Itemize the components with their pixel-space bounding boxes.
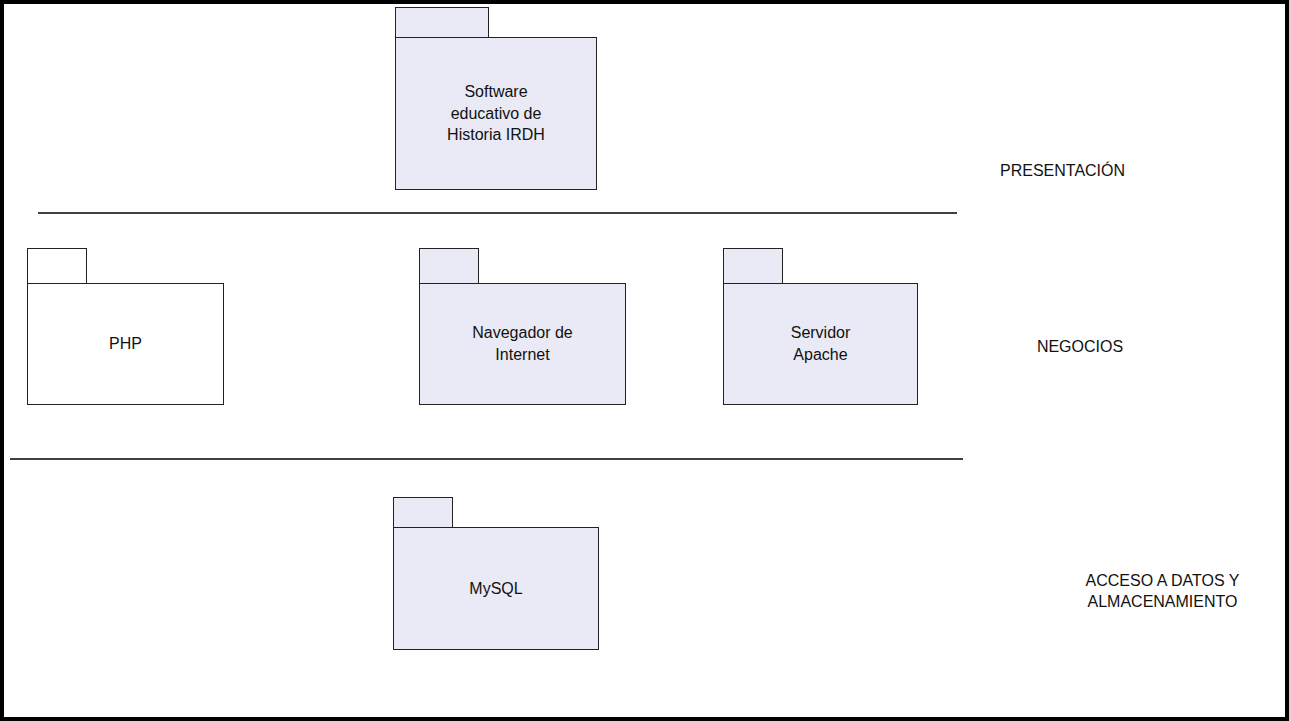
package-box: PHP	[27, 248, 224, 405]
text-stack: Software educativo de Historia IRDH	[441, 81, 551, 146]
package-body: MySQL	[393, 527, 599, 650]
package-tab	[28, 249, 87, 284]
package-frame	[420, 284, 626, 405]
package-body: Software educativo de Historia IRDH	[395, 37, 597, 190]
layer-label: NEGOCIOS	[1020, 337, 1140, 358]
package-label: Software educativo de Historia IRDH	[441, 81, 551, 146]
package-tab	[724, 249, 783, 284]
package-frame	[394, 528, 599, 650]
package-outline	[27, 248, 226, 407]
layer-label: ACCESO A DATOS Y ALMACENAMIENTO	[1065, 571, 1260, 613]
text-stack: MySQL	[469, 578, 522, 600]
layer-separator	[10, 458, 963, 460]
text-stack: PHP	[109, 333, 142, 355]
package-frame	[28, 284, 224, 405]
package-tab	[396, 8, 489, 38]
layer-label: PRESENTACIÓN	[1000, 161, 1120, 182]
package-tab	[420, 249, 479, 284]
package-label: PHP	[109, 333, 142, 355]
package-body: PHP	[27, 283, 224, 405]
package-outline	[393, 497, 601, 652]
package-body: Servidor Apache	[723, 283, 918, 405]
layer-separator	[38, 212, 957, 214]
package-label: MySQL	[469, 578, 522, 600]
package-frame	[396, 38, 597, 190]
package-label: Navegador de Internet	[468, 322, 578, 365]
package-box: Servidor Apache	[723, 248, 918, 405]
package-box: Navegador de Internet	[419, 248, 626, 405]
package-box: Software educativo de Historia IRDH	[395, 7, 597, 190]
package-body: Navegador de Internet	[419, 283, 626, 405]
text-stack: Servidor Apache	[766, 322, 876, 365]
package-tab	[394, 498, 453, 528]
package-box: MySQL	[393, 497, 599, 650]
package-label: Servidor Apache	[766, 322, 876, 365]
text-stack: Navegador de Internet	[468, 322, 578, 365]
package-frame	[724, 284, 918, 405]
